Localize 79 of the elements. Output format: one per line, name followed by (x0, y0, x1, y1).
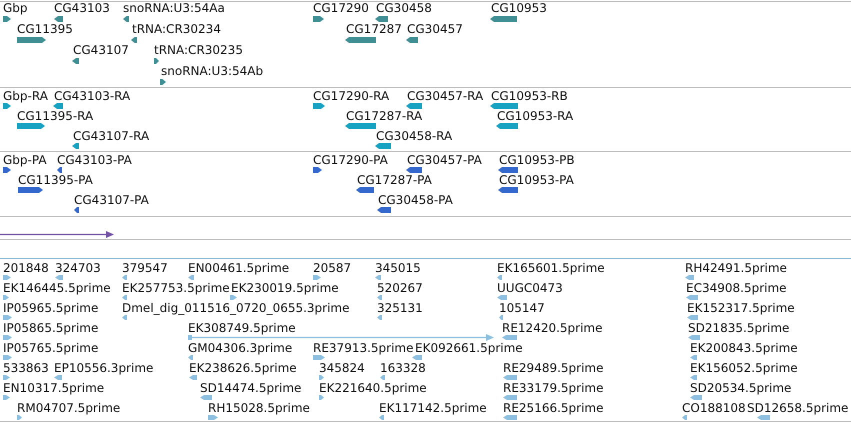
feature-label: EK146445.5prime (3, 280, 111, 294)
feature-label: Gbp-RA (3, 89, 48, 103)
feature-label: RH15028.5prime (208, 400, 310, 414)
feature-label: tRNA:CR30234 (132, 22, 221, 36)
feature-label: SD20534.5prime (690, 380, 792, 394)
feature-label: CG17290-PA (313, 153, 388, 167)
feature-label: SD14474.5prime (200, 380, 302, 394)
feature-label: EK230019.5prime (231, 280, 339, 294)
feature-label: RE29489.5prime (503, 360, 604, 374)
feature-label: CG43103 (54, 1, 110, 16)
feature-label: CG10953-RA (497, 109, 574, 123)
feature-label: RE12420.5prime (502, 320, 602, 334)
feature-label: Gbp-PA (3, 153, 47, 167)
feature-label: CG43107-RA (73, 129, 150, 143)
feature-label: EK117142.5prime (379, 400, 487, 414)
feature-label: CG10953-PB (499, 153, 575, 167)
feature-label: 20587 (313, 260, 352, 274)
feature-label: snoRNA:U3:54Ab (161, 64, 264, 78)
feature-label: 201848 (3, 260, 49, 274)
feature-label: SD21835.5prime (688, 320, 790, 334)
feature-label: CG43107-PA (74, 193, 149, 207)
feature-label: 379547 (122, 260, 168, 274)
feature-label: CG10953-RB (491, 89, 568, 103)
feature-label: Dmel_dig_011516_0720_0655.3prime (122, 300, 350, 314)
feature-label: CG30458-RA (376, 129, 452, 143)
feature-label: EK308749.5prime (188, 320, 296, 334)
feature-label: EP10556.3prime (54, 360, 154, 374)
feature-label: CG11395-PA (18, 173, 93, 187)
feature-label: EK238626.5prime (189, 360, 297, 374)
feature-label: EK221640.5prime (319, 380, 427, 394)
feature-label: CG30457 (407, 22, 463, 36)
feature-label: CG30458-PA (378, 193, 453, 207)
feature-label: EC34908.5prime (686, 280, 787, 294)
feature-label: RE37913.5prime (313, 340, 414, 354)
feature-label: CG17287 (346, 22, 402, 36)
feature-label: 105147 (499, 300, 545, 314)
feature-label: CG10953-PA (499, 173, 574, 187)
feature-label: EN10317.5prime (3, 380, 104, 394)
feature-label: IP05965.5prime (3, 300, 98, 314)
feature-label: 163328 (380, 360, 426, 374)
feature-label: RE25166.5prime (503, 400, 604, 414)
feature-label: GM04306.3prime (188, 340, 292, 354)
feature-label: UUGC0473 (497, 280, 563, 294)
feature-label: EK152317.5prime (687, 300, 795, 314)
feature-label: CG43103-PA (57, 153, 132, 167)
feature-label: CG17290 (313, 1, 369, 16)
feature-label: 533863 (3, 360, 49, 374)
feature-label: 324703 (55, 260, 101, 274)
feature-label: CG17287-RA (346, 109, 422, 123)
feature-label: EK156052.5prime (690, 360, 798, 374)
feature-label: CG17287-PA (357, 173, 432, 187)
feature-label: CG17290-RA (313, 89, 390, 103)
feature-label: CG11395-RA (17, 109, 94, 123)
feature-label: IP05765.5prime (3, 340, 98, 354)
feature-label: EK165601.5prime (497, 260, 605, 274)
feature-label: RE33179.5prime (503, 380, 604, 394)
feature-label: 325131 (377, 300, 423, 314)
feature-label: CG30457-PA (407, 153, 482, 167)
feature-label: EK092661.5prime (415, 340, 523, 354)
feature-label: CG30457-RA (407, 89, 484, 103)
feature-label: CG43107 (73, 43, 129, 58)
feature-label: CG10953 (491, 1, 547, 16)
feature-label: SD12658.5prime (747, 400, 848, 414)
feature-label: RH42491.5prime (685, 260, 787, 274)
feature-label: EN00461.5prime (188, 260, 290, 274)
feature-label: 345824 (319, 360, 365, 374)
feature-label: snoRNA:U3:54Aa (123, 1, 225, 16)
feature-label: IP05865.5prime (3, 320, 98, 334)
feature-label: EK257753.5prime (122, 280, 230, 294)
feature-label: EK200843.5prime (690, 340, 798, 354)
feature-label: CO188108 (682, 400, 746, 414)
feature-label: 345015 (375, 260, 421, 274)
feature-label: CG30458 (376, 1, 432, 16)
feature-label: CG11395 (17, 22, 73, 36)
feature-label: 520267 (377, 280, 423, 294)
feature-label: RM04707.5prime (17, 400, 120, 414)
feature-label: CG43103-RA (54, 89, 130, 103)
feature-label: tRNA:CR30235 (154, 43, 243, 58)
feature-label: Gbp (3, 1, 28, 16)
